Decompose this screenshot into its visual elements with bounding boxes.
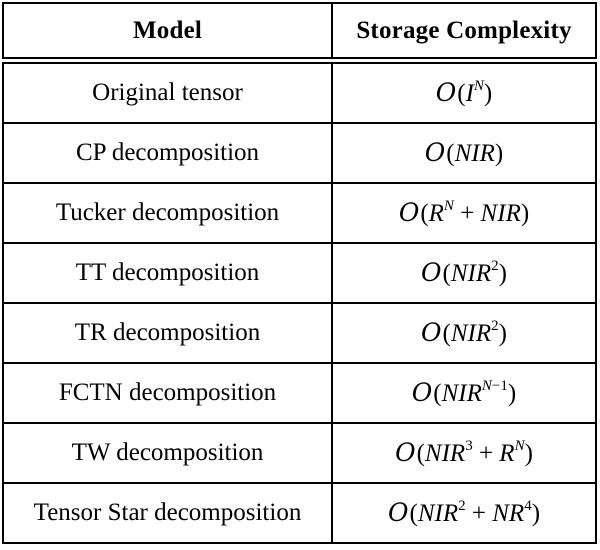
model-cell: FCTN decomposition	[2, 362, 333, 424]
model-cell: TR decomposition	[2, 302, 333, 364]
big-o-symbol: O	[421, 318, 442, 347]
complexity-cell: O(NIR)	[331, 122, 597, 184]
header-row: Model Storage Complexity	[2, 2, 597, 64]
model-cell: Tensor Star decomposition	[2, 482, 333, 544]
big-o-symbol: O	[424, 138, 446, 167]
complexity-cell: O(NIR2 + NR4)	[331, 482, 597, 544]
model-cell: TW decomposition	[2, 422, 333, 484]
big-o-symbol: O	[398, 198, 420, 227]
big-o-symbol: O	[411, 378, 433, 407]
model-cell: Original tensor	[2, 59, 333, 124]
model-cell: Tucker decomposition	[2, 182, 333, 244]
column-header-storage-complexity: Storage Complexity	[331, 2, 597, 64]
model-cell: TT decomposition	[2, 242, 333, 304]
complexity-cell: O(NIR2)	[331, 302, 597, 364]
storage-complexity-table: Model Storage Complexity Original tensor…	[2, 2, 597, 544]
complexity-cell: O(NIR2)	[331, 242, 597, 304]
big-o-symbol: O	[435, 78, 457, 107]
complexity-cell: O(NIR3 + RN)	[331, 422, 597, 484]
column-header-model: Model	[2, 2, 333, 64]
complexity-cell: O(NIRN−1)	[331, 362, 597, 424]
complexity-cell: O(IN)	[331, 59, 597, 124]
big-o-symbol: O	[387, 498, 409, 527]
big-o-symbol: O	[395, 438, 416, 467]
big-o-symbol: O	[421, 258, 442, 287]
model-cell: CP decomposition	[2, 122, 333, 184]
complexity-cell: O(RN + NIR)	[331, 182, 597, 244]
